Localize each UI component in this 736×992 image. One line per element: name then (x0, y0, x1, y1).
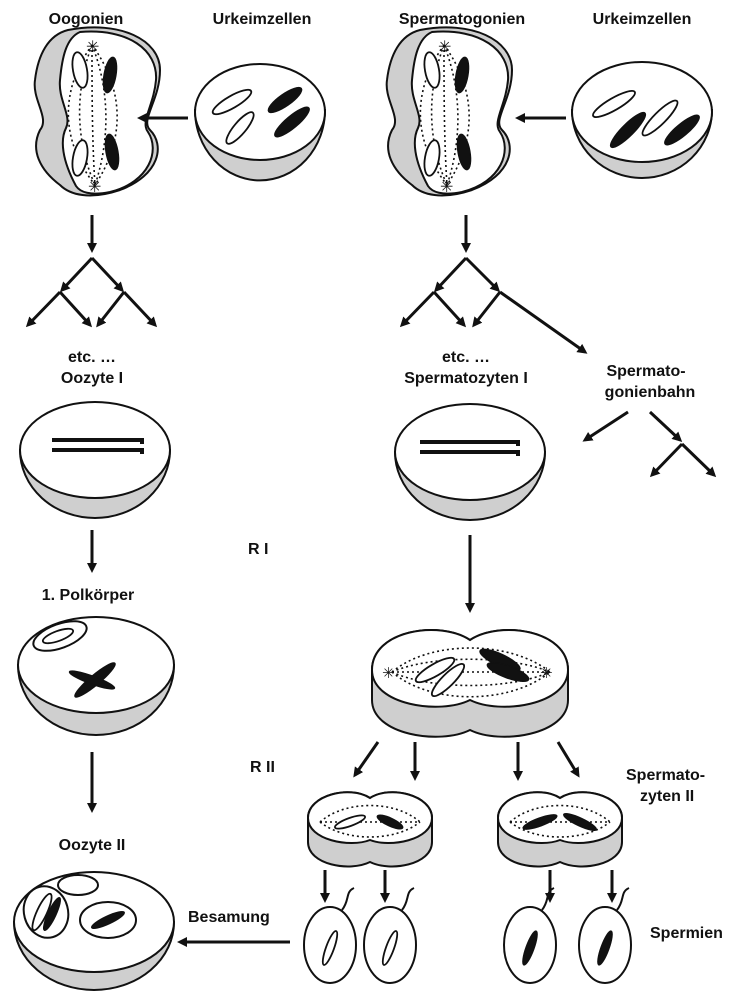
svg-text:✳: ✳ (88, 177, 101, 196)
meiosis-2-left-cell (308, 792, 432, 866)
label-urkeimzellen-left: Urkeimzellen (213, 10, 312, 29)
spermien-arrows (325, 870, 612, 900)
polkoerper-cell (18, 615, 174, 735)
label-spermatozyten-1: Spermatozyten I (404, 369, 528, 388)
label-urkeimzellen-right: Urkeimzellen (593, 10, 692, 29)
svg-text:✳: ✳ (440, 177, 453, 196)
meiosis-2-right-cell (498, 792, 622, 866)
label-spermatozyten-2-line1: Spermato- (626, 766, 705, 785)
label-oogonien: Oogonien (49, 10, 124, 29)
label-spermatogonienbahn-2: gonienbahn (605, 383, 696, 402)
label-polkoerper: 1. Polkörper (42, 586, 134, 605)
meiosis-1-dividing-cell: ✳ ✳ (372, 630, 568, 737)
label-oozyte-1: Oozyte I (61, 369, 123, 388)
spermium-1 (304, 888, 356, 983)
svg-text:✳: ✳ (540, 664, 553, 682)
svg-text:✳: ✳ (382, 664, 395, 682)
urkeimzelle-right-cell (572, 62, 712, 178)
oogonium-dividing-cell: ✳ ✳ (35, 27, 160, 196)
spermatogonien-branching-arrows (402, 215, 585, 352)
spermatogonienbahn-arrows (585, 412, 714, 475)
label-etc-right: etc. … (442, 348, 490, 367)
oozyte-2-cell (14, 872, 174, 990)
label-oozyte-2: Oozyte II (59, 836, 126, 855)
svg-text:✳: ✳ (86, 37, 99, 56)
svg-text:✳: ✳ (438, 37, 451, 56)
label-r1: R I (248, 540, 268, 559)
oogonien-branching-arrows (28, 215, 155, 325)
meiosis-2-arrows (355, 742, 578, 778)
oozyte-1-cell (20, 402, 170, 518)
label-r2: R II (250, 758, 275, 777)
label-besamung: Besamung (188, 908, 270, 927)
label-spermien: Spermien (650, 924, 723, 943)
label-spermatogonien: Spermatogonien (399, 10, 525, 29)
spermium-2 (364, 888, 416, 983)
spermatozyte-1-cell (395, 404, 545, 520)
spermatogonium-dividing-cell: ✳ ✳ (387, 27, 512, 196)
label-etc-left: etc. … (68, 348, 116, 367)
spermium-4 (579, 888, 631, 983)
urkeimzelle-left-cell (195, 64, 325, 180)
label-spermatozyten-2-line2: zyten II (640, 787, 694, 806)
label-spermatogonienbahn-1: Spermato- (606, 362, 685, 381)
spermium-3 (504, 888, 556, 983)
